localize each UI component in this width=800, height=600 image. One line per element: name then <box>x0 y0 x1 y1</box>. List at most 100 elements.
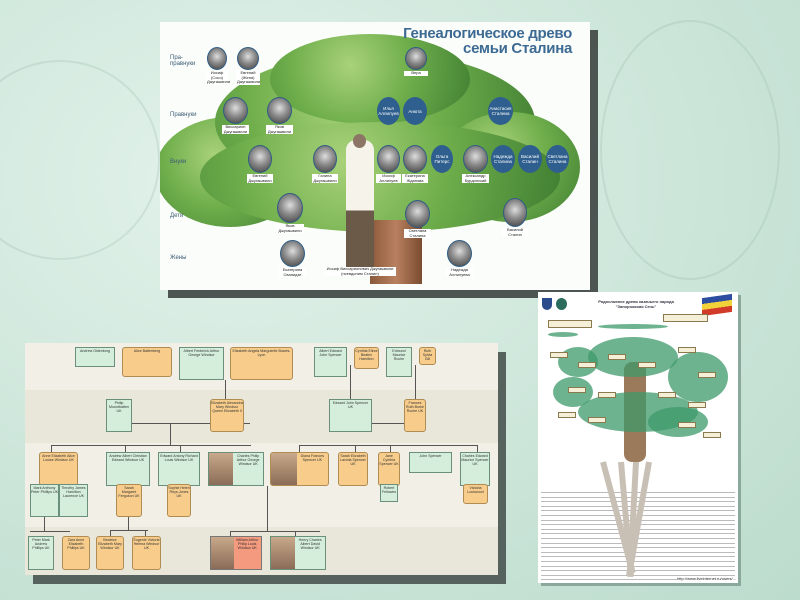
person-box: Albert Frederick Arthur George Windsor <box>179 347 224 380</box>
connector-line <box>299 445 300 452</box>
connector-line <box>415 365 416 399</box>
connector-line <box>110 530 111 536</box>
tree-label-box <box>578 362 596 368</box>
person-label: Евгений Джугашвили <box>247 173 273 183</box>
person-box: Sarah Elizabeth Lavinia Spencer UK <box>338 452 368 486</box>
person-box: Anne Elizabeth Alice Louise Windsor UK <box>39 452 78 486</box>
person-photo <box>447 240 472 267</box>
tree-label-box <box>688 402 706 408</box>
tree-label-box <box>598 392 616 398</box>
connector-line <box>477 445 478 452</box>
person-label: Иосиф Аллилуев <box>376 173 401 183</box>
connector-line <box>299 445 477 446</box>
person-node: Надежда Сталина <box>491 145 515 173</box>
tree-label-box <box>608 354 626 360</box>
person-box: Sophie Helen Rhys-Jones UK <box>167 484 191 517</box>
person-photo <box>271 453 297 485</box>
person-photo <box>271 537 296 569</box>
person-photo <box>207 47 227 70</box>
tree-label-box <box>658 392 676 398</box>
person-box: Eugenie Victoria Helena Windsor UK <box>132 536 161 570</box>
person-photo <box>503 198 527 227</box>
connector-line <box>350 365 351 399</box>
cossack-family-tree-image: Родословное древо казачьего народа"Запор… <box>538 292 738 583</box>
timeline-row <box>541 547 735 549</box>
connector-line <box>170 423 171 446</box>
person-label: William Arthur Philip Louis Windsor UK <box>236 538 259 551</box>
stalin-figure <box>346 140 374 268</box>
person-node: Светлана Сталина <box>546 145 569 173</box>
person-photo <box>463 145 488 173</box>
connector-line <box>145 530 146 536</box>
tree-label-box <box>678 422 696 428</box>
generation-label: Правнуки <box>170 112 197 118</box>
tree-label-box <box>698 372 716 378</box>
person-label: Екатерина Жданова <box>402 173 428 183</box>
generation-label: Дети <box>170 213 184 219</box>
person-label: Василий Сталин <box>502 227 528 237</box>
timeline-row <box>541 561 735 562</box>
tree-label-box <box>550 352 568 358</box>
person-label: Diana Frances Spencer UK <box>300 454 324 463</box>
tree-foliage <box>588 337 678 377</box>
person-label: Галина Джугашвили <box>312 173 338 183</box>
connector-line <box>110 530 148 531</box>
person-box: William Arthur Philip Louis Windsor UK <box>210 536 262 570</box>
person-photo <box>267 97 292 124</box>
tree-label-box <box>678 347 696 353</box>
person-photo <box>211 537 234 569</box>
person-box: Peter Mark Andrew Phillips UK <box>28 536 54 570</box>
connector-line <box>44 517 45 531</box>
generation-label: Внуки <box>170 159 187 165</box>
person-box: Robert Fellowes <box>380 484 398 502</box>
timeline-row <box>541 574 735 576</box>
timeline-row <box>541 579 735 581</box>
connector-line <box>225 380 226 399</box>
flag-icon <box>702 293 732 317</box>
generation-band <box>25 390 498 443</box>
person-box: Edmund Maurice Roche <box>386 347 412 377</box>
connector-line <box>51 445 251 446</box>
connector-line <box>267 486 268 531</box>
coat-of-arms-icon <box>542 298 552 310</box>
tree-label-box <box>588 417 606 423</box>
tree-foliage <box>548 332 578 337</box>
person-photo <box>223 97 248 124</box>
person-label: Екатерина Сванидзе <box>279 267 306 277</box>
source-url: http://www.liveinternet.ru/users/... <box>677 576 736 581</box>
timeline-row <box>541 556 735 558</box>
person-photo <box>313 145 337 173</box>
connector-line <box>355 445 356 452</box>
tree-label-box <box>568 387 586 393</box>
tree-foliage <box>270 34 470 124</box>
person-box: Andrew Oldenburg <box>75 347 115 367</box>
person-label: Henry Charles Albert David Windsor UK <box>298 538 322 551</box>
connector-line <box>122 423 250 424</box>
person-box: Beatrice Elizabeth Mary Windsor UK <box>96 536 124 570</box>
person-photo <box>403 145 427 173</box>
person-box: Cynthia Elinor Beatrix Hamilton <box>354 347 379 369</box>
person-photo <box>209 453 234 485</box>
person-label: Вера <box>404 70 428 76</box>
connector-line <box>230 531 320 532</box>
person-box: Ruth Sylvia Gill <box>419 347 436 365</box>
person-box: Edward Antony Richard Louis Windsor UK <box>158 452 200 486</box>
timeline-row <box>541 496 735 498</box>
person-box: Elizabeth Angela Marguerite Bowes-Lyon <box>230 347 293 380</box>
tree-foliage <box>598 324 668 329</box>
tree-label-box <box>638 362 656 368</box>
person-box: Charles Edward Maurice Spencer UK <box>460 452 490 486</box>
emblem-icon <box>556 298 567 310</box>
person-photo <box>405 200 430 228</box>
person-box: Mark Anthony Peter Phillips UK <box>30 484 59 517</box>
connector-line <box>372 423 404 424</box>
person-box: Diana Frances Spencer UK <box>270 452 329 486</box>
person-node: Василий Сталин <box>518 145 542 173</box>
person-label: Евгений (Женя) Джугашвили <box>236 70 261 85</box>
person-box: Philip Mountbatten UK <box>106 399 132 432</box>
background-decoration <box>0 60 160 260</box>
person-box: Albert Edward John Spencer <box>314 347 347 377</box>
person-photo <box>277 193 303 223</box>
person-photo <box>248 145 272 173</box>
